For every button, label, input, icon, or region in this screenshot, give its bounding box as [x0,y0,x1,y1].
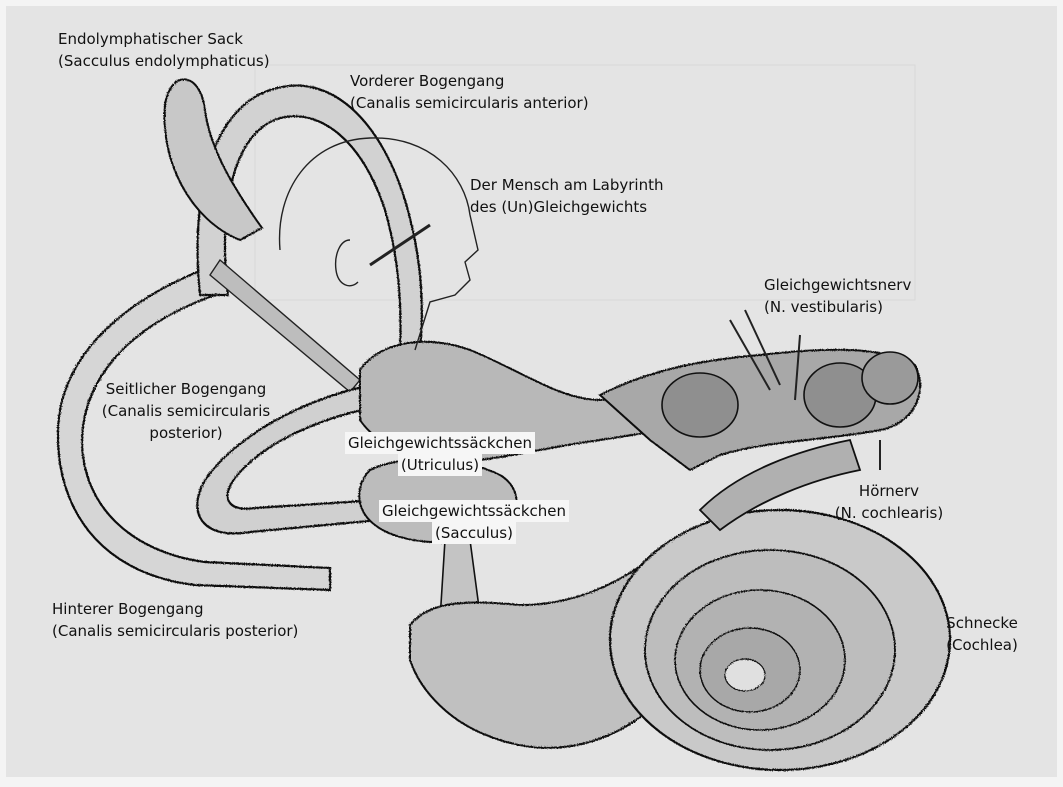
label-line: des (Un)Gleichgewichts [470,196,663,218]
label-vestibular-nerve: Gleichgewichtsnerv (N. vestibularis) [764,274,911,318]
label-line: (Utriculus) [398,454,482,476]
label-line: (N. vestibularis) [764,296,911,318]
nerve-end [862,352,918,404]
label-line: Gleichgewichtsnerv [764,274,911,296]
label-line: (Canalis semicircularis posterior) [52,620,298,642]
label-cochlea: Schnecke (Cochlea) [936,612,1028,656]
label-posterior-canal: Hinterer Bogengang (Canalis semicircular… [52,598,298,642]
label-line: Vorderer Bogengang [350,70,589,92]
label-line: posterior) [88,422,284,444]
endolymphatic-duct [210,260,360,392]
cochlea-spiral [610,510,950,770]
label-line: (Canalis semicircularis anterior) [350,92,589,114]
label-line: (N. cochlearis) [822,502,956,524]
label-line: Gleichgewichtssäckchen [379,500,569,522]
label-endolymphatic-sac: Endolymphatischer Sack (Sacculus endolym… [58,28,270,72]
label-line: (Sacculus endolymphaticus) [58,50,270,72]
label-line: Gleichgewichtssäckchen [345,432,535,454]
label-line: Seitlicher Bogengang [88,378,284,400]
label-saccule: Gleichgewichtssäckchen (Sacculus) [364,500,584,544]
label-line: (Canalis semicircularis [88,400,284,422]
label-line: Hörnerv [822,480,956,502]
label-line: (Cochlea) [936,634,1028,656]
label-lateral-canal: Seitlicher Bogengang (Canalis semicircul… [88,378,284,444]
vestibular-ganglion-1 [662,373,738,437]
label-line: (Sacculus) [432,522,516,544]
label-line: Endolymphatischer Sack [58,28,270,50]
label-line: Der Mensch am Labyrinth [470,174,663,196]
label-line: Hinterer Bogengang [52,598,298,620]
label-utricle: Gleichgewichtssäckchen (Utriculus) [330,432,550,476]
label-cochlear-nerve: Hörnerv (N. cochlearis) [822,480,956,524]
label-line: Schnecke [936,612,1028,634]
label-human-labyrinth: Der Mensch am Labyrinth des (Un)Gleichge… [470,174,663,218]
label-anterior-canal: Vorderer Bogengang (Canalis semicircular… [350,70,589,114]
